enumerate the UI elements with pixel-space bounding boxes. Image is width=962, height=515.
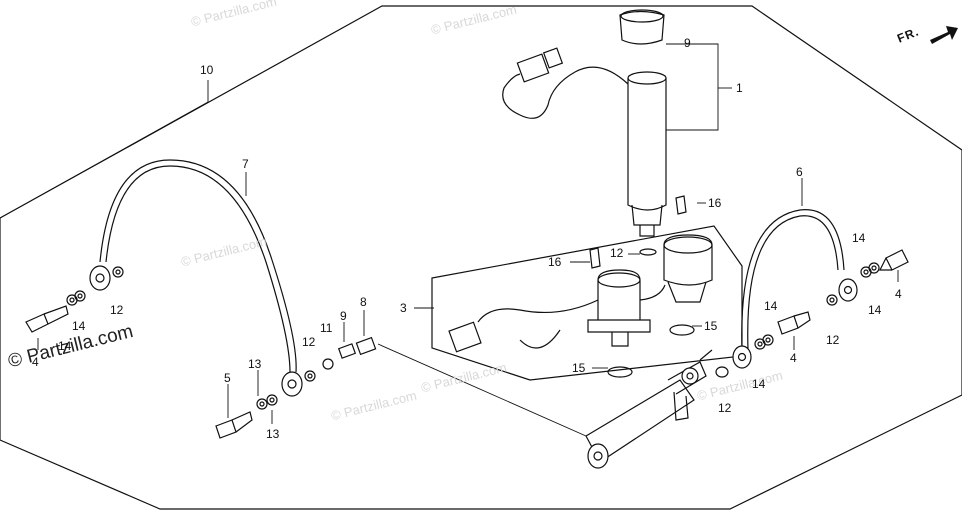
leader-lines — [0, 43, 899, 437]
callout-7: 7 — [242, 157, 249, 171]
callout-14: 14 — [868, 303, 882, 317]
callout-9: 9 — [340, 309, 347, 323]
hose-6 — [732, 209, 858, 369]
hose-7 — [89, 159, 303, 397]
callout-2: 9 — [684, 36, 691, 50]
callout-11: 11 — [320, 321, 333, 335]
callout-4: 4 — [32, 355, 39, 369]
callout-5: 5 — [224, 371, 231, 385]
callout-13: 13 — [248, 357, 262, 371]
callout-16: 16 — [708, 196, 722, 210]
fuel-rail — [585, 349, 713, 469]
callout-12: 12 — [718, 401, 732, 415]
callout-14: 14 — [72, 319, 86, 333]
callout-12: 12 — [302, 335, 316, 349]
callout-16: 16 — [548, 255, 562, 269]
callout-12: 12 — [610, 246, 624, 260]
callout-10: 10 — [200, 63, 214, 77]
callout-12: 12 — [826, 333, 840, 347]
callout-4: 4 — [895, 287, 902, 301]
callout-8: 8 — [360, 295, 367, 309]
callout-14: 14 — [852, 231, 866, 245]
callout-12: 12 — [110, 303, 124, 317]
pump-assembly-3 — [448, 234, 713, 353]
callout-15: 15 — [572, 361, 586, 375]
front-arrow — [930, 26, 958, 44]
washers — [66, 248, 880, 410]
outline-frame — [0, 5, 962, 510]
callout-4: 4 — [790, 351, 797, 365]
callout-15: 15 — [704, 319, 718, 333]
bolts — [25, 195, 909, 439]
callout-13: 13 — [266, 427, 280, 441]
callout-14: 14 — [58, 339, 72, 353]
fuel-pump — [502, 9, 667, 237]
callout-3: 3 — [400, 301, 407, 315]
callout-1: 1 — [736, 81, 743, 95]
callout-14: 14 — [752, 377, 766, 391]
callout-6: 6 — [796, 165, 803, 179]
callout-14: 14 — [764, 299, 778, 313]
